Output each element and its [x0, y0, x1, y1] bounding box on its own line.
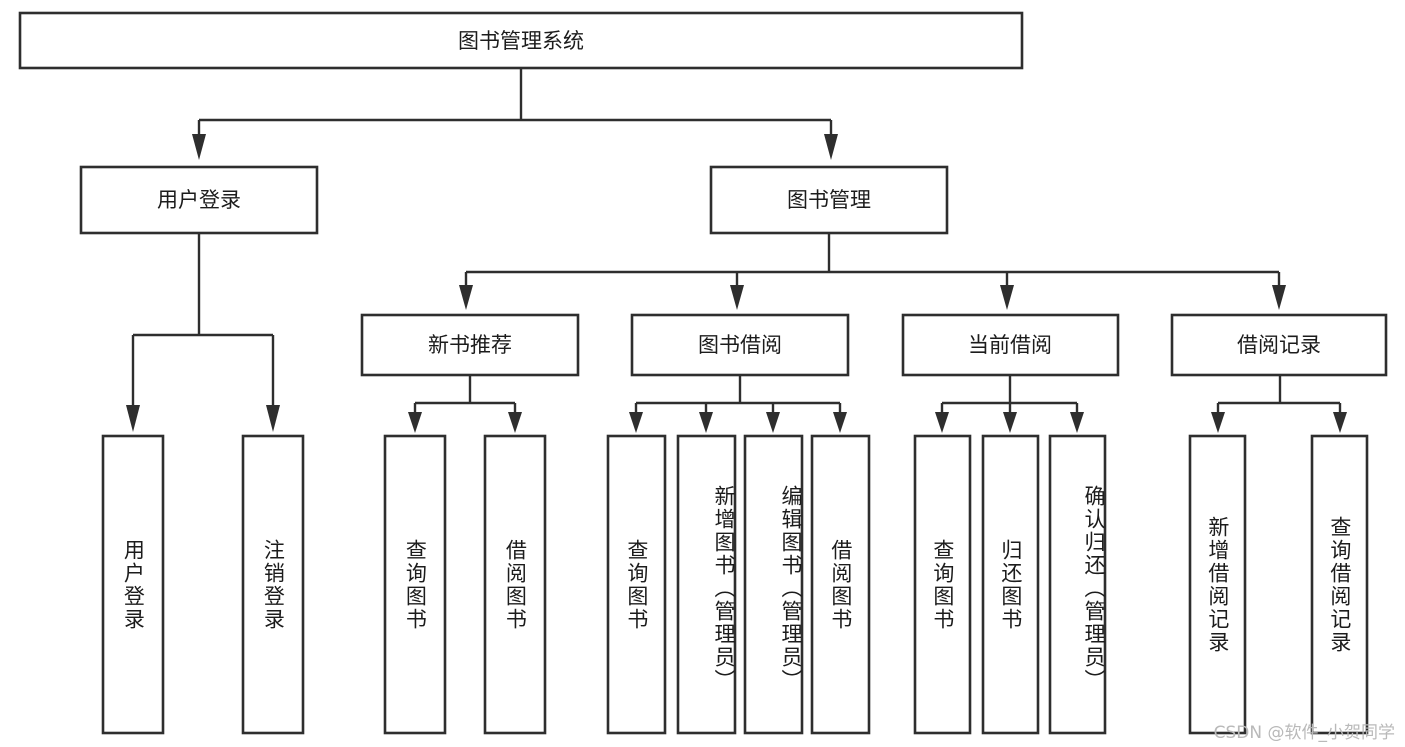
csdn-watermark: CSDN @软件_小贺同学: [1213, 723, 1395, 743]
arrow-head-borrow-record: [1272, 285, 1286, 310]
node-borrow-record-box[interactable]: [1170, 313, 1388, 377]
connector-group-borrow-record: [1211, 375, 1347, 433]
node-leaf-add-book-box[interactable]: [676, 434, 737, 735]
node-new-book-recommend-box[interactable]: [360, 313, 580, 377]
node-new-book-recommend-label: 新书推荐: [428, 333, 512, 357]
arrow-head-current-borrow: [1000, 285, 1014, 310]
node-leaf-borrow-book-2-box[interactable]: [810, 434, 871, 735]
node-leaf-return-book-box[interactable]: [981, 434, 1040, 735]
arrow-head-leaf-logout: [266, 405, 280, 432]
arrow-head-leaf-query-book-2: [629, 412, 643, 433]
arrow-head-leaf-user-login: [126, 405, 140, 432]
node-root[interactable]: 图书管理系统: [18, 11, 1024, 70]
node-book-borrow[interactable]: 图书借阅: [630, 313, 850, 377]
node-leaf-edit-book-box[interactable]: [743, 434, 804, 735]
node-leaf-logout-box[interactable]: [241, 434, 305, 735]
connector-group-user-login: [126, 233, 280, 432]
connector-group-root: [192, 68, 838, 160]
arrow-head-leaf-add-record: [1211, 412, 1225, 433]
arrow-head-user-login: [192, 134, 206, 160]
node-current-borrow[interactable]: 当前借阅: [901, 313, 1120, 377]
arrow-head-book-manage: [824, 134, 838, 160]
arrow-head-leaf-query-book-3: [935, 412, 949, 433]
node-book-manage-box[interactable]: [709, 165, 949, 235]
connector-group-new-book-recommend: [408, 375, 522, 433]
node-root-box[interactable]: [18, 11, 1024, 70]
connector-group-book-manage: [459, 233, 1286, 310]
node-book-manage-label: 图书管理: [787, 188, 871, 212]
connector-group-book-borrow: [629, 375, 847, 433]
connector-group-current-borrow: [935, 375, 1084, 433]
node-current-borrow-box[interactable]: [901, 313, 1120, 377]
arrow-head-leaf-edit-book: [766, 412, 780, 433]
node-book-borrow-label: 图书借阅: [698, 333, 782, 357]
node-current-borrow-label: 当前借阅: [968, 333, 1052, 357]
node-leaf-query-book-1-box[interactable]: [383, 434, 447, 735]
arrow-head-leaf-confirm-return: [1070, 412, 1084, 433]
arrow-head-new-book-recommend: [459, 285, 473, 310]
node-leaf-query-record-box[interactable]: [1310, 434, 1369, 735]
node-user-login-box[interactable]: [79, 165, 319, 235]
arrow-head-leaf-return-book: [1003, 412, 1017, 433]
node-leaf-query-book-3-box[interactable]: [913, 434, 972, 735]
arrow-head-leaf-borrow-book-1: [508, 412, 522, 433]
node-user-login-label: 用户登录: [157, 188, 241, 212]
arrow-head-leaf-add-book: [699, 412, 713, 433]
node-leaf-confirm-return-box[interactable]: [1048, 434, 1107, 735]
node-leaf-query-book-2-box[interactable]: [606, 434, 667, 735]
arrow-head-leaf-borrow-book-2: [833, 412, 847, 433]
node-leaf-user-login-box[interactable]: [101, 434, 165, 735]
node-leaf-add-record-box[interactable]: [1188, 434, 1247, 735]
arrow-head-book-borrow: [730, 285, 744, 310]
leaf-boxes: [101, 434, 1369, 735]
node-new-book-recommend[interactable]: 新书推荐: [360, 313, 580, 377]
node-borrow-record[interactable]: 借阅记录: [1170, 313, 1388, 377]
arrow-head-leaf-query-record: [1333, 412, 1347, 433]
node-root-label: 图书管理系统: [458, 29, 584, 53]
node-leaf-borrow-book-1-box[interactable]: [483, 434, 547, 735]
node-user-login[interactable]: 用户登录: [79, 165, 319, 235]
node-book-manage[interactable]: 图书管理: [709, 165, 949, 235]
node-book-borrow-box[interactable]: [630, 313, 850, 377]
node-borrow-record-label: 借阅记录: [1237, 333, 1321, 357]
arrow-head-leaf-query-book-1: [408, 412, 422, 433]
